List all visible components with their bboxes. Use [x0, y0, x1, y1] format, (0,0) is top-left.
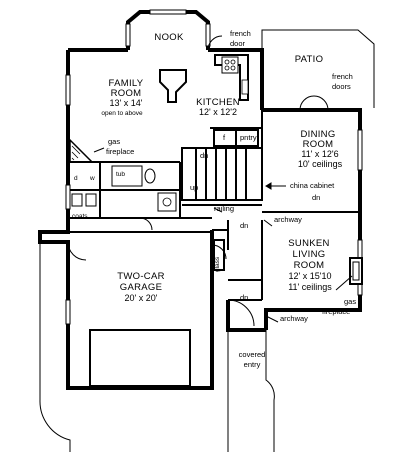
fridge-label: f [223, 133, 226, 142]
kitchen-label: KITCHEN [196, 97, 240, 108]
tub [111, 165, 143, 187]
garage-label-line1: TWO-CAR [117, 271, 165, 282]
french-doors-label-line1: french [332, 72, 353, 81]
covered-entry-label-line2: entry [243, 360, 261, 369]
dryer-label: d [74, 175, 78, 182]
vanity [157, 192, 177, 212]
french-doors-label-line2: doors [332, 82, 351, 91]
pantry-label: pntry [240, 133, 257, 142]
garage-door [89, 329, 191, 387]
living-room-ceiling: 11' ceilings [288, 282, 332, 292]
dn-stair-label: dn [200, 151, 209, 160]
french-door-label-line2: door [230, 39, 246, 48]
up-label: up [190, 183, 199, 192]
living-room-label-line2: LIVING [292, 249, 326, 260]
tub-label: tub [116, 171, 126, 178]
dryer-box [71, 193, 83, 207]
dn-dining-label: dn [312, 193, 321, 202]
glass-label: glass [214, 256, 221, 272]
walkway-left [39, 242, 71, 452]
china-cabinet-label: china cabinet [290, 181, 335, 190]
dining-room-label-line2: ROOM [302, 139, 334, 150]
garage-label-line2: GARAGE [119, 282, 163, 293]
kitchen-dims: 12' x 12'2 [199, 107, 237, 117]
family-fireplace-label-line1: gas [108, 137, 121, 146]
family-fireplace [69, 138, 94, 163]
coats-label: coats [72, 213, 88, 220]
door-swings [67, 35, 329, 327]
archway-upper-label: archway [274, 215, 302, 224]
archway-lower-label: archway [280, 314, 308, 323]
toilet [144, 168, 156, 184]
dining-room-label-line1: DINING [300, 129, 336, 140]
sink [241, 79, 249, 95]
patio-outline [261, 29, 375, 108]
living-fireplace-label-line1: gas [344, 297, 357, 306]
nook-label: NOOK [154, 32, 184, 43]
family-room-dims: 13' x 14' [109, 98, 143, 108]
family-room-label-line1: FAMILY [108, 78, 144, 89]
dining-room-ceiling: 10' ceilings [297, 159, 343, 169]
washer-box [85, 193, 97, 207]
entry-walkway-right [265, 330, 275, 452]
family-room-label-line2: ROOM [110, 88, 142, 99]
covered-entry-label-line1: covered [238, 350, 266, 359]
washer-label: w [90, 175, 95, 182]
cooktop [221, 56, 239, 74]
patio-label: PATIO [294, 54, 324, 65]
dn-entry-label: dn [240, 293, 249, 302]
family-room-note: open to above [101, 110, 143, 117]
living-fireplace-label-line2: fireplace [322, 307, 351, 316]
dining-room-dims: 11' x 12'6 [301, 149, 339, 159]
living-room-label-line1: SUNKEN [288, 238, 330, 249]
french-door-label-line1: french [230, 29, 251, 38]
living-room-dims: 12' x 15'10 [288, 271, 332, 281]
railing-label: railing [214, 204, 235, 213]
family-fireplace-label-line2: fireplace [106, 147, 135, 156]
leader-arrows [93, 147, 353, 323]
garage-dims: 20' x 20' [124, 293, 158, 303]
dn-hall-label: dn [240, 221, 249, 230]
living-room-label-line3: ROOM [293, 260, 325, 271]
